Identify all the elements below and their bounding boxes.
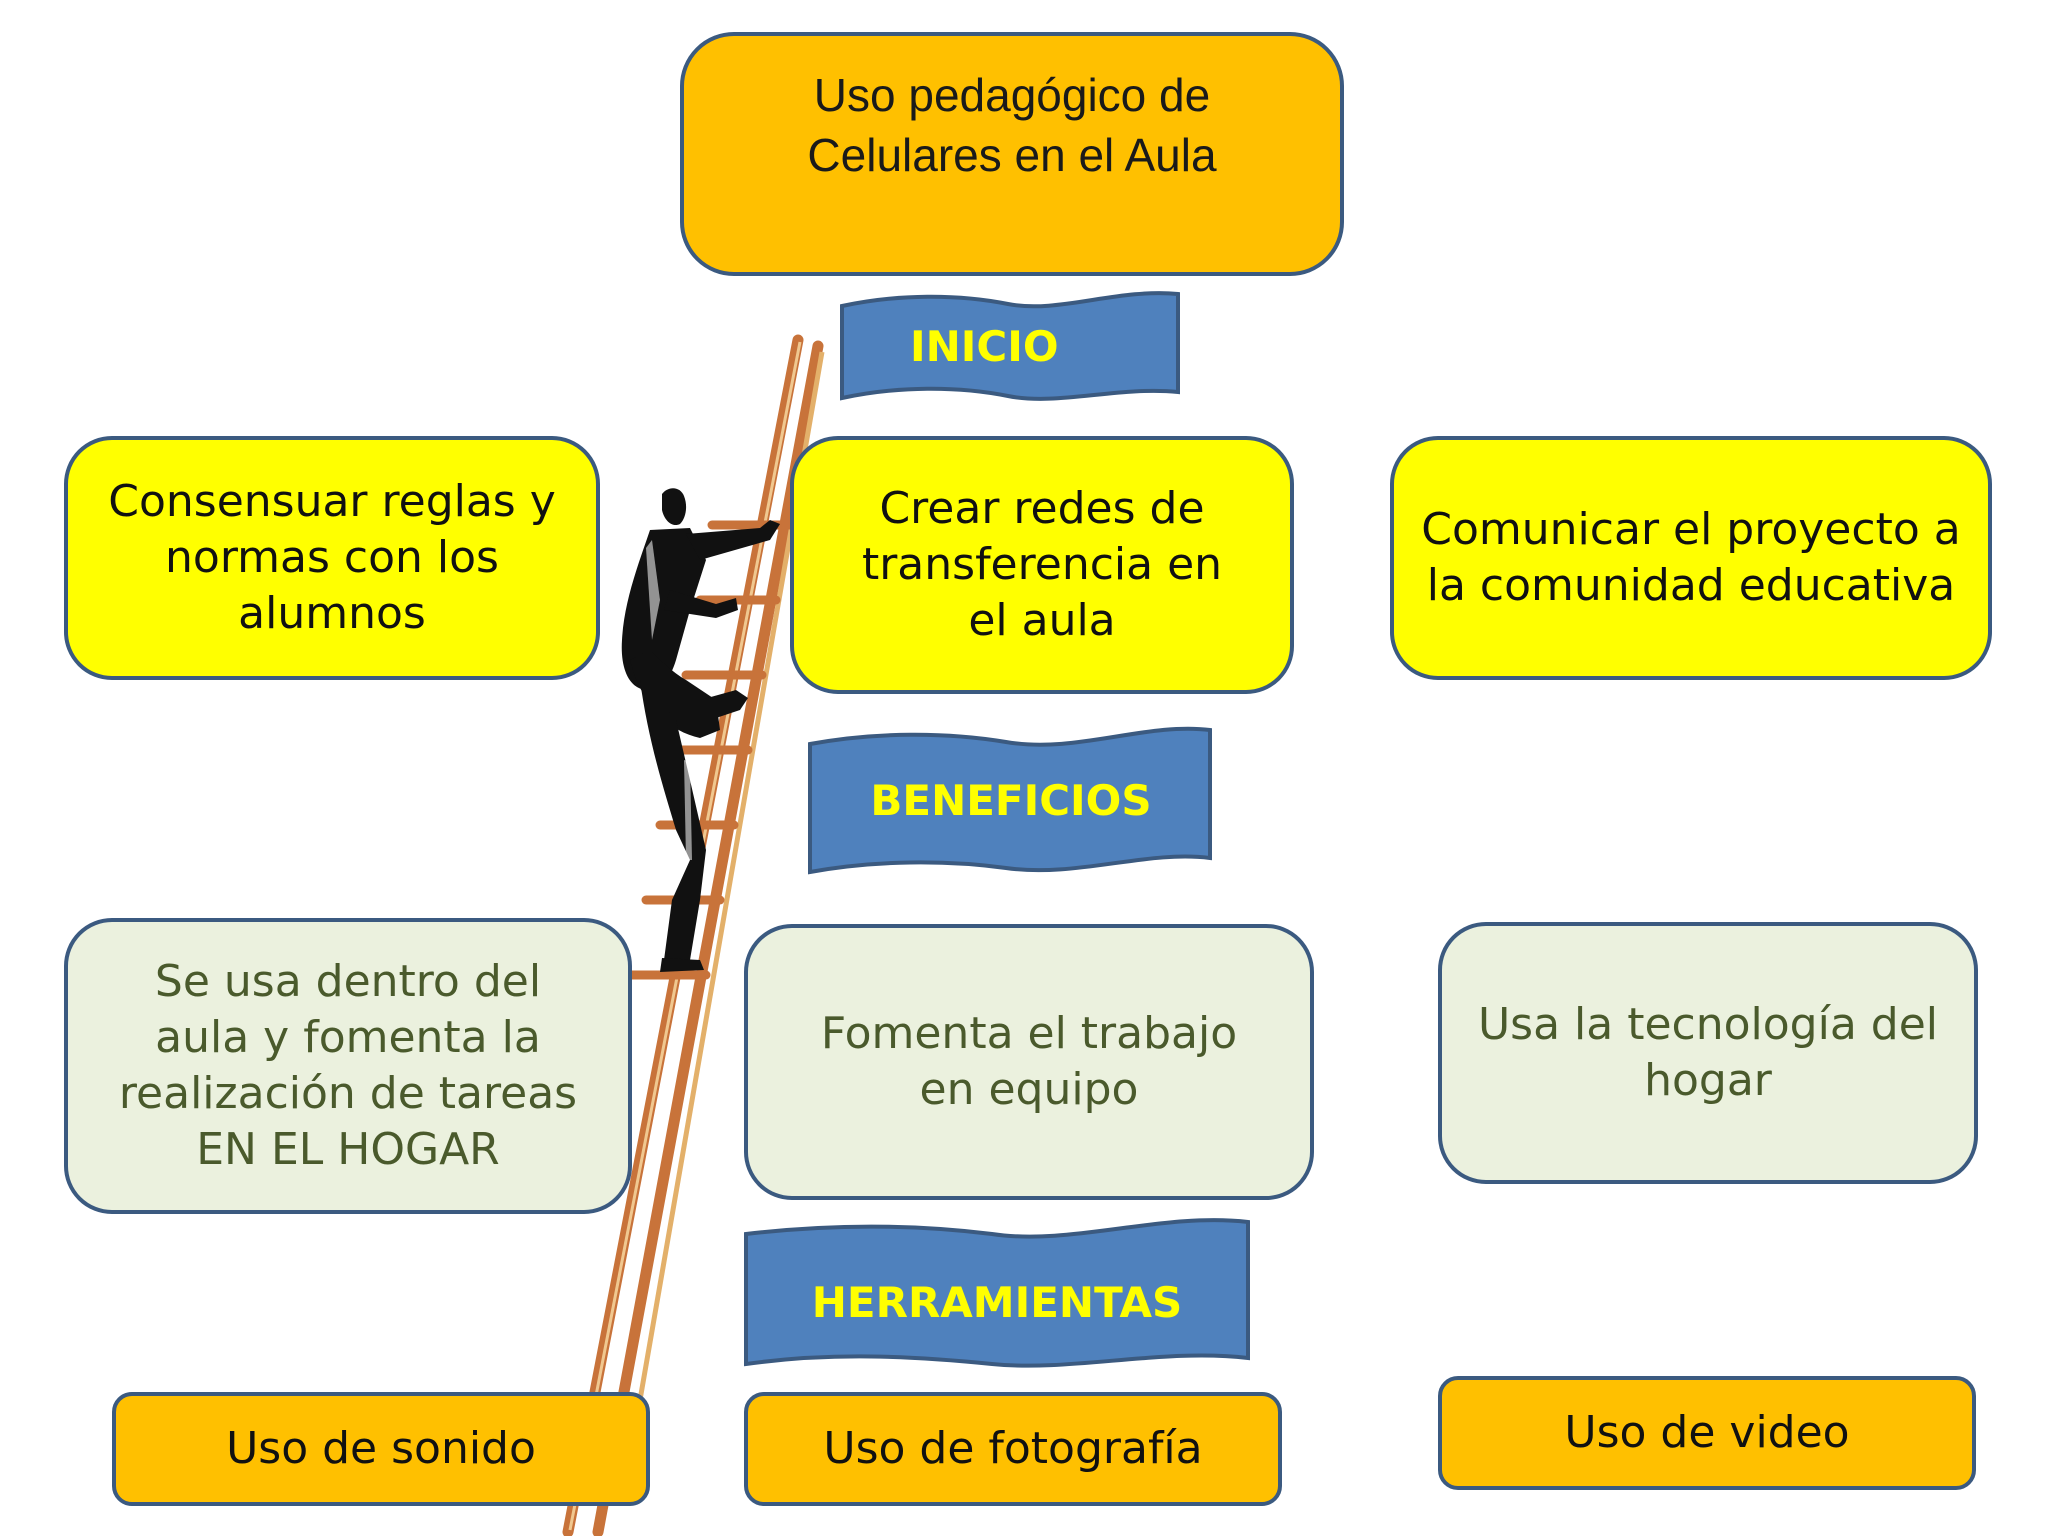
section-banner-inicio: INICIO — [838, 288, 1184, 406]
section-banner-herramientas: HERRAMIENTAS — [742, 1212, 1252, 1372]
section-banner-beneficios: BENEFICIOS — [806, 720, 1216, 880]
diagram-title: Uso pedagógico de Celulares en el Aula — [680, 32, 1344, 276]
ribbon-shape — [744, 1218, 1250, 1368]
herramienta-item-sonido: Uso de sonido — [112, 1392, 650, 1506]
beneficio-item-hogar: Se usa dentro del aula y fomenta la real… — [64, 918, 632, 1214]
inicio-item-redes: Crear redes de transferencia en el aula — [790, 436, 1294, 694]
section-label-herramientas: HERRAMIENTAS — [811, 1278, 1183, 1327]
beneficio-item-equipo: Fomenta el trabajo en equipo — [744, 924, 1314, 1200]
inicio-item-comunicar: Comunicar el proyecto a la comunidad edu… — [1390, 436, 1992, 680]
ribbon-shape — [808, 726, 1212, 875]
section-label-inicio: INICIO — [910, 322, 1059, 371]
beneficio-item-tecnologia: Usa la tecnología del hogar — [1438, 922, 1978, 1184]
herramienta-item-video: Uso de video — [1438, 1376, 1976, 1490]
section-label-beneficios: BENEFICIOS — [870, 776, 1152, 825]
inicio-item-reglas: Consensuar reglas y normas con los alumn… — [64, 436, 600, 680]
ribbon-shape — [840, 291, 1180, 401]
herramienta-item-fotografia: Uso de fotografía — [744, 1392, 1282, 1506]
